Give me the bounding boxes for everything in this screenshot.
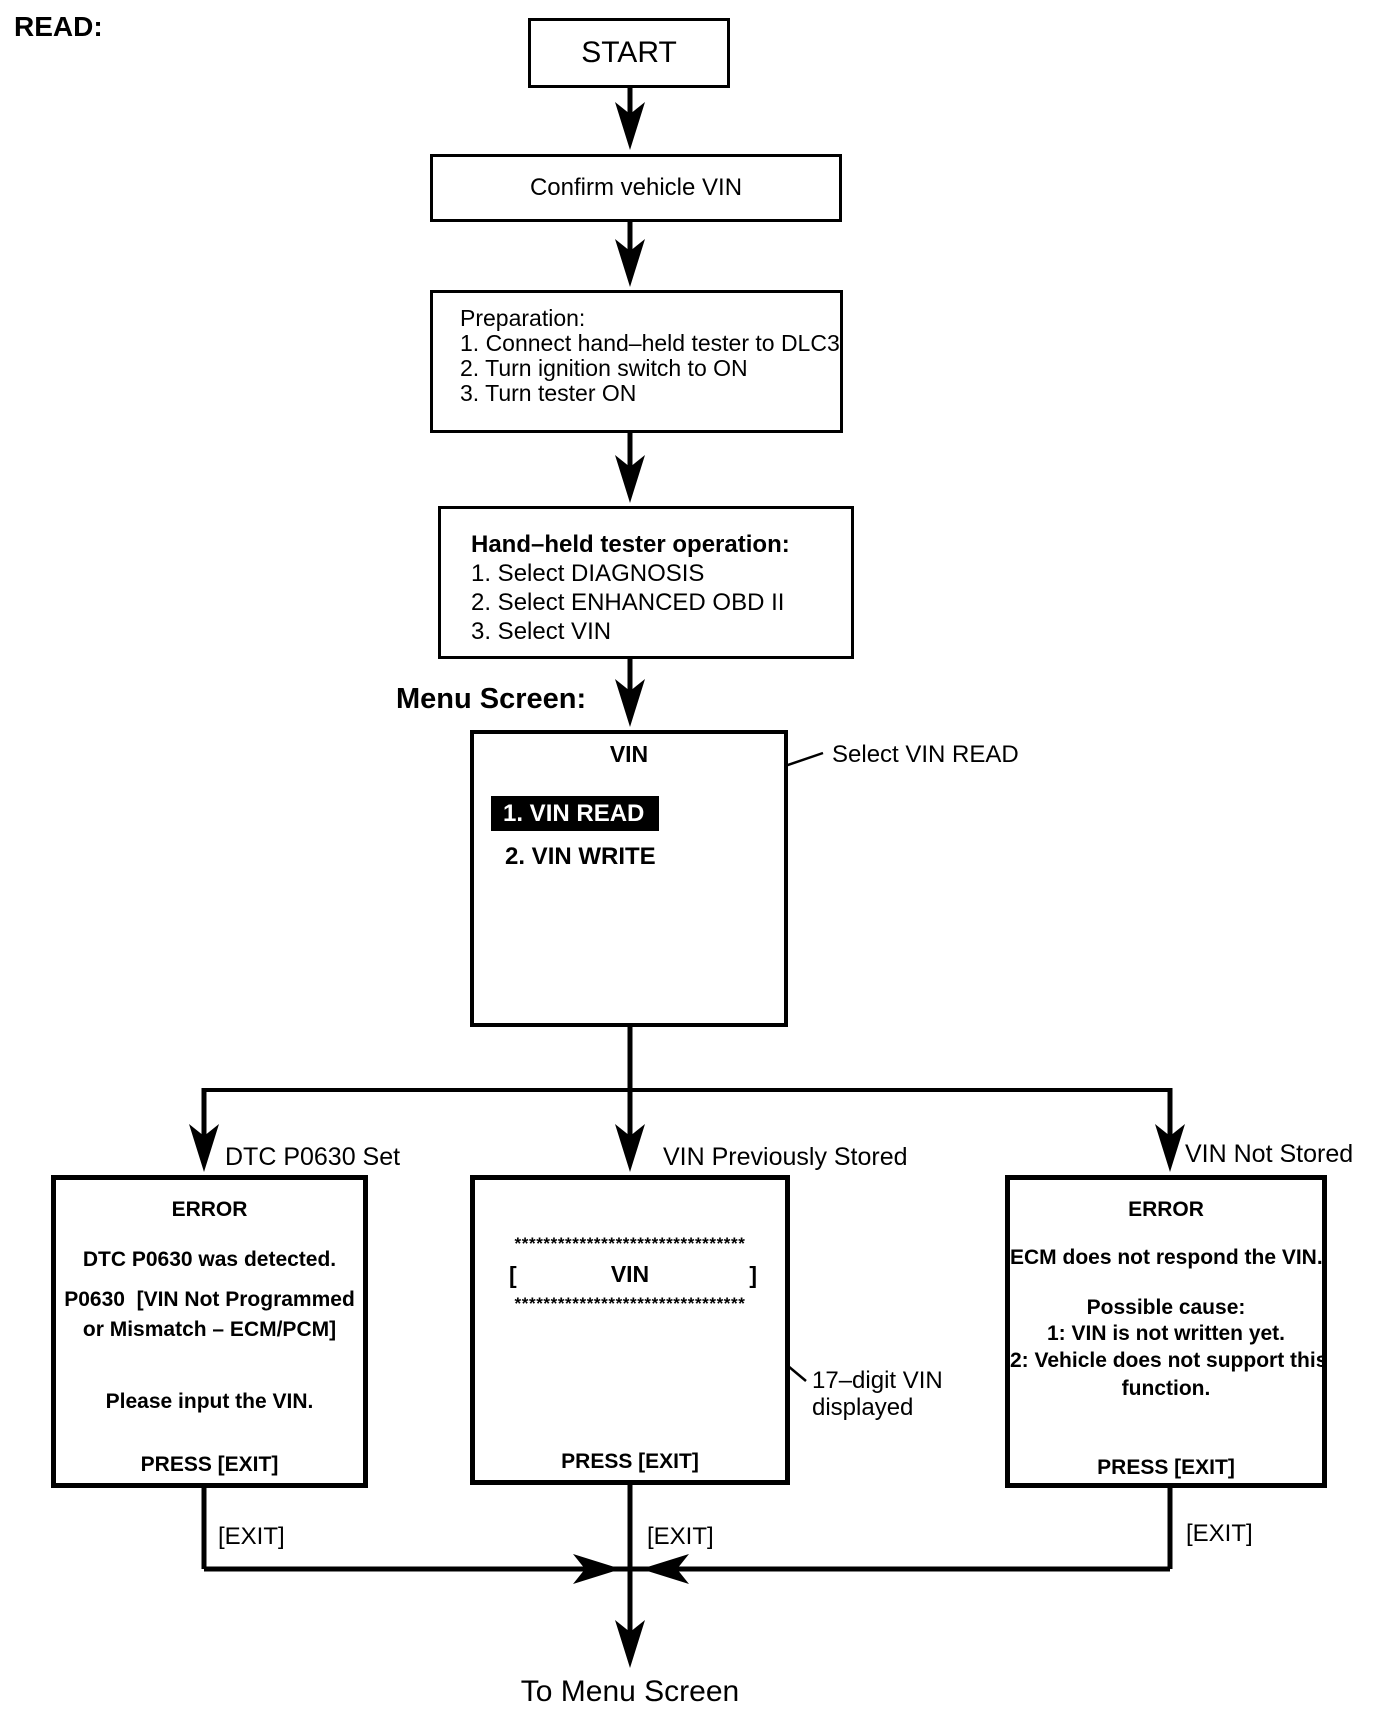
bracket-open: [ — [509, 1262, 517, 1288]
ecm-screen-title: ERROR — [1128, 1198, 1204, 1221]
ecm-press-exit: PRESS [EXIT] — [1097, 1456, 1235, 1479]
read-heading: READ: — [14, 11, 103, 42]
preparation-step: 2. Turn ignition switch to ON — [460, 355, 748, 381]
ecm-screen-line: ECM does not respond the VIN. — [1010, 1246, 1323, 1269]
exit-label-right: [EXIT] — [1186, 1520, 1253, 1547]
exit-label-middle: [EXIT] — [647, 1523, 714, 1550]
start-box: START — [528, 18, 730, 88]
branch-label-dtc-set: DTC P0630 Set — [225, 1143, 401, 1171]
dtc-error-screen: ERROR DTC P0630 was detected. P0630 [VIN… — [51, 1175, 368, 1488]
dtc-screen-line: Please input the VIN. — [105, 1390, 314, 1413]
ecm-screen-line: 2: Vehicle does not support this — [1010, 1349, 1328, 1372]
branch-label-vin-stored: VIN Previously Stored — [663, 1143, 908, 1171]
menu-screen-box: VIN 1. VIN READ 2. VIN WRITE — [470, 730, 788, 1027]
asterisk-row: ******************************** — [514, 1234, 746, 1253]
ecm-screen-line: 1: VIN is not written yet. — [1046, 1322, 1286, 1345]
dtc-press-exit: PRESS [EXIT] — [140, 1453, 279, 1476]
exit-label-left: [EXIT] — [218, 1523, 285, 1550]
confirm-vin-label: Confirm vehicle VIN — [529, 174, 743, 202]
dtc-screen-line: P0630 [VIN Not Programmed — [64, 1288, 355, 1311]
bracket-close: ] — [749, 1262, 757, 1288]
menu-item-vin-write: 2. VIN WRITE — [505, 843, 656, 870]
start-label: START — [581, 35, 677, 69]
dtc-screen-line: DTC P0630 was detected. — [82, 1248, 337, 1271]
asterisk-row: ******************************** — [514, 1294, 746, 1313]
select-vin-read-annotation: Select VIN READ — [832, 741, 1019, 768]
vin-digits-annotation-line2: displayed — [812, 1394, 914, 1421]
preparation-title: Preparation: — [460, 305, 586, 331]
vin-digits-annotation-line1: 17–digit VIN — [812, 1367, 943, 1394]
preparation-step: 3. Turn tester ON — [460, 380, 637, 406]
ecm-screen-line: function. — [1121, 1377, 1211, 1400]
arrowheads — [189, 102, 1185, 1668]
ecm-screen-line: Possible cause: — [1086, 1296, 1246, 1319]
tester-operation-title: Hand–held tester operation: — [471, 531, 790, 558]
menu-screen-heading: Menu Screen: — [396, 683, 587, 715]
menu-screen-title: VIN — [609, 741, 649, 767]
dtc-screen-title: ERROR — [171, 1198, 248, 1221]
dtc-screen-line: or Mismatch – ECM/PCM] — [82, 1318, 337, 1341]
confirm-vin-box: Confirm vehicle VIN — [430, 154, 842, 222]
vin-field-label: VIN — [610, 1261, 650, 1287]
preparation-step: 1. Connect hand–held tester to DLC3 — [460, 330, 840, 356]
vin-not-stored-error-screen: ERROR ECM does not respond the VIN. Poss… — [1005, 1175, 1327, 1488]
preparation-box: Preparation: 1. Connect hand–held tester… — [430, 290, 843, 433]
vin-display-screen: ******************************** [ VIN ]… — [470, 1175, 790, 1485]
tester-operation-step: 2. Select ENHANCED OBD II — [471, 589, 785, 616]
tester-operation-box: Hand–held tester operation: 1. Select DI… — [438, 506, 854, 659]
tester-operation-step: 3. Select VIN — [471, 618, 612, 645]
tester-operation-step: 1. Select DIAGNOSIS — [471, 560, 705, 587]
branch-label-vin-not-stored: VIN Not Stored — [1185, 1140, 1354, 1168]
vin-bracket-row: [ VIN ] — [475, 1261, 785, 1290]
vin-press-exit: PRESS [EXIT] — [561, 1450, 699, 1473]
menu-item-vin-read-selected: 1. VIN READ — [491, 796, 659, 831]
to-menu-screen-label: To Menu Screen — [520, 1675, 740, 1708]
